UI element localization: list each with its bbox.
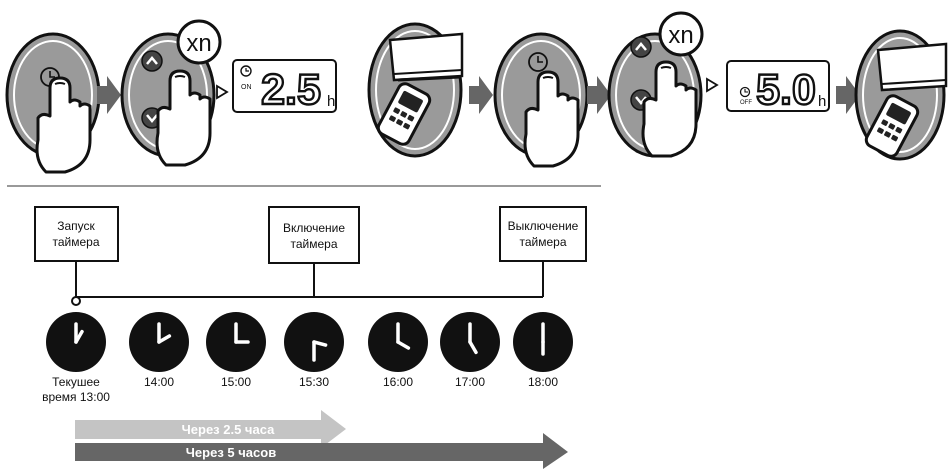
event-box-on-line2: таймера xyxy=(290,237,337,251)
clock-icon: 18:00 xyxy=(513,312,573,389)
event-box-off-line1: Выключение xyxy=(508,219,579,233)
event-box-start-line2: таймера xyxy=(52,235,99,249)
clock-time-label: 17:00 xyxy=(455,375,485,389)
lcd-mode-label: OFF xyxy=(740,100,752,106)
clock-time-label: 15:00 xyxy=(221,375,251,389)
step-adjust-on-time: xn xyxy=(120,19,222,167)
lcd-mode-label: ON xyxy=(241,84,252,91)
clock-icon: 17:00 xyxy=(440,312,500,389)
step-press-timer-on xyxy=(5,32,101,174)
step-arrow-icon xyxy=(469,76,493,114)
lcd-display-on: ON 2.5 h xyxy=(232,59,337,115)
hour-hand xyxy=(468,340,478,355)
repeat-badge xyxy=(176,19,222,65)
up-button-icon xyxy=(141,50,163,72)
timer-clock-icon xyxy=(739,86,751,98)
step-send-to-ac xyxy=(854,29,948,161)
triangle-marker-icon xyxy=(706,77,719,93)
clock-time-label: время 13:00 xyxy=(42,390,110,404)
clock-time-label: Текушее xyxy=(52,375,100,389)
timer-clock-icon xyxy=(240,65,252,77)
repeat-badge-text: xn xyxy=(668,22,693,49)
timeline: Запуск таймера Включение таймера Выключе… xyxy=(34,206,587,404)
duration-arrow-2-5h: Через 2.5 часа xyxy=(75,410,346,448)
clock-icon: 16:00 xyxy=(368,312,428,389)
air-conditioner-icon xyxy=(388,32,464,82)
lcd-value: 2.5 xyxy=(261,66,321,114)
clock-button-icon xyxy=(528,52,548,72)
event-box-off: Выключение таймера xyxy=(499,206,587,262)
hour-hand xyxy=(312,340,328,347)
event-box-start-line1: Запуск xyxy=(57,219,95,233)
step-arrow-icon xyxy=(97,76,121,114)
duration-arrow-5h: Через 5 часов xyxy=(75,433,568,469)
air-conditioner-icon xyxy=(876,42,948,92)
up-button-icon xyxy=(630,36,652,58)
event-box-on-line1: Включение xyxy=(283,221,345,235)
clock-icon: 15:00 xyxy=(206,312,266,389)
lcd-unit: h xyxy=(818,93,826,110)
step-adjust-off-time: xn xyxy=(607,11,704,158)
clock-icon: 14:00 xyxy=(129,312,189,389)
clock-time-label: 14:00 xyxy=(144,375,174,389)
step-arrow-icon xyxy=(587,76,611,114)
lcd-unit: h xyxy=(327,93,335,110)
lcd-display-off: OFF 5.0 h xyxy=(726,60,830,115)
clock-time-label: 18:00 xyxy=(528,375,558,389)
event-box-off-line2: таймера xyxy=(519,235,566,249)
hour-hand xyxy=(396,340,411,350)
duration-label-5h: Через 5 часов xyxy=(186,445,276,460)
clock-icon: 15:30 xyxy=(284,312,344,389)
step-press-timer-off xyxy=(493,32,589,168)
start-marker xyxy=(71,296,81,306)
clock-time-label: 16:00 xyxy=(383,375,413,389)
event-box-on: Включение таймера xyxy=(268,206,360,264)
step-send-to-ac xyxy=(367,22,464,158)
step-arrow-icon xyxy=(836,76,860,114)
event-box-start: Запуск таймера xyxy=(34,206,119,262)
repeat-badge xyxy=(658,11,704,57)
triangle-marker-icon xyxy=(216,84,229,100)
lcd-value: 5.0 xyxy=(756,66,816,114)
repeat-badge-text: xn xyxy=(186,30,211,57)
clock-time-label: 15:30 xyxy=(299,375,329,389)
duration-label-2-5h: Через 2.5 часа xyxy=(182,422,275,437)
